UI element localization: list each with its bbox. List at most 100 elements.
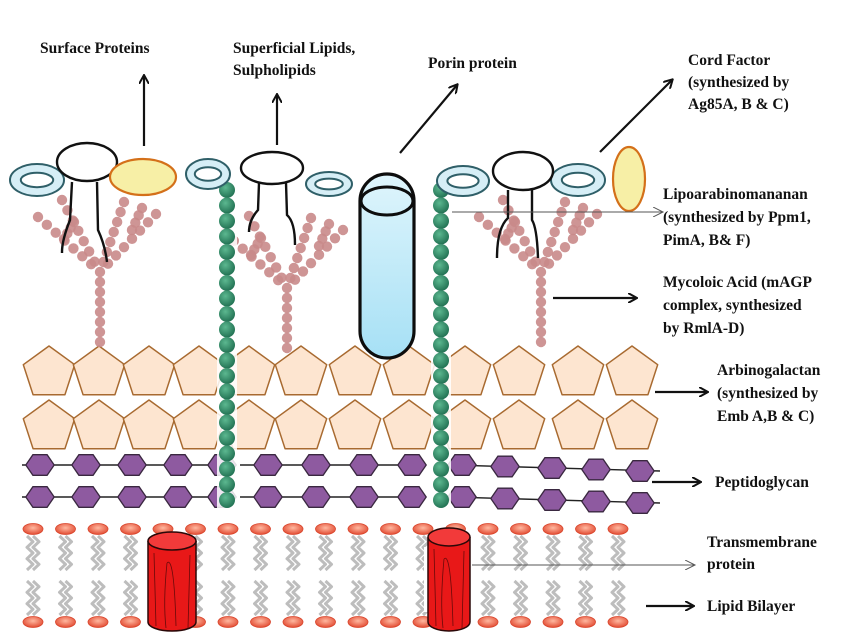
label-line: Cord Factor [688, 52, 770, 69]
pink-bead [105, 236, 116, 248]
lipoarabinomannan-chains [217, 182, 451, 516]
label-line: Mycoloic Acid (mAGP [663, 274, 812, 291]
lipid-tail [584, 534, 593, 572]
lipid-tail [220, 534, 230, 572]
pink-bead [591, 208, 603, 220]
pink-bead [142, 217, 154, 228]
green-bead [433, 259, 449, 276]
cord-factor-oval [611, 145, 647, 213]
green-bead [433, 337, 449, 353]
lipid-tail [480, 579, 490, 617]
pink-bead [237, 243, 248, 254]
cylinder-body [427, 537, 471, 632]
peptidoglycan-unit [397, 454, 427, 476]
lipid-tail [551, 534, 561, 572]
arabinogalactan-unit [72, 345, 126, 396]
green-bead [219, 383, 235, 400]
transmembrane-protein [424, 527, 471, 632]
pink-bead [482, 219, 494, 231]
label-line: Sulpholipids [233, 62, 316, 79]
lipid-head [87, 616, 109, 628]
protein-head [55, 141, 119, 183]
pink-bead [281, 342, 293, 354]
lipid-tail [383, 579, 392, 617]
pink-bead [302, 222, 313, 234]
phospholipid [120, 523, 141, 628]
lipid-tail [383, 534, 392, 572]
lipid-head [217, 523, 239, 535]
green-bead [433, 306, 449, 322]
peptidoglycan-unit [163, 454, 193, 476]
label-line: (synthesized by [717, 385, 818, 402]
lipid-tail [545, 579, 555, 617]
pink-bead [519, 235, 530, 247]
ring-inner [193, 166, 223, 182]
pink-bead [543, 258, 555, 269]
green-bead [433, 275, 449, 291]
surface-lipid-ring [9, 163, 65, 197]
cylinder-fold [433, 548, 465, 629]
arabinogalactan-unit [605, 399, 659, 450]
pink-bead [509, 243, 520, 254]
protein-stalk [247, 182, 261, 233]
green-bead [219, 399, 235, 415]
green-bead [219, 213, 235, 229]
lipid-head [412, 523, 434, 535]
pink-bead [281, 302, 293, 314]
pink-bead [115, 206, 126, 218]
pink-bead [575, 225, 587, 236]
pink-bead [549, 226, 560, 238]
protein-head [491, 150, 555, 192]
green-bead [433, 399, 449, 415]
peptidoglycan-unit [625, 460, 655, 482]
lipid-tail [513, 534, 522, 572]
label-peptidoglycan: Peptidoglycan [715, 474, 809, 491]
lipid-tail [350, 579, 360, 617]
peptidoglycan-unit [397, 486, 427, 508]
lipid-tail [285, 579, 295, 617]
lipid-tail [129, 579, 138, 617]
pink-bead [94, 326, 106, 338]
pink-bead [56, 194, 68, 206]
porin-top [359, 185, 415, 217]
lipid-head [315, 616, 336, 628]
surface-layer [9, 141, 647, 360]
pink-bead [288, 262, 300, 274]
lipid-tail [90, 534, 100, 572]
pink-bead [552, 216, 564, 228]
pink-bead [89, 256, 100, 267]
green-bead [433, 414, 449, 431]
peptidoglycan-unit [537, 457, 567, 479]
pink-bead [94, 286, 106, 298]
arabinogalactan-unit [72, 399, 126, 450]
lipid-tail [96, 534, 106, 572]
lipid-tail [519, 534, 528, 572]
pink-bead [535, 296, 547, 308]
pink-bead [497, 194, 509, 206]
label-lipoarabinomannan: Lipoarabinomananan(synthesized by Ppm1,P… [663, 186, 811, 249]
arabinogalactan-unit [551, 345, 605, 396]
green-bead [433, 197, 449, 214]
pink-bead [32, 211, 44, 223]
green-bead [433, 244, 449, 260]
label-line: Transmembrane [707, 534, 817, 551]
peptidoglycan-unit [625, 492, 655, 514]
lipid-head [510, 616, 531, 628]
pink-bead [535, 326, 547, 338]
green-bead [219, 321, 235, 338]
pink-bead [567, 233, 579, 245]
surface-lipid-ring [550, 163, 606, 197]
lipid-tail [616, 534, 626, 572]
transmembrane-protein [144, 531, 197, 632]
pink-bead [50, 227, 61, 238]
arabinogalactan-unit [274, 399, 328, 450]
arabinogalactan-unit [551, 399, 605, 450]
label-line: Peptidoglycan [715, 474, 809, 491]
arabinogalactan-unit [328, 399, 382, 450]
protein-head [239, 150, 305, 186]
peptidoglycan-unit [71, 486, 101, 508]
pink-bead [323, 218, 335, 230]
mycolic-acid-tree [219, 210, 349, 354]
phospholipid [607, 523, 629, 628]
lipid-tail [291, 534, 301, 572]
